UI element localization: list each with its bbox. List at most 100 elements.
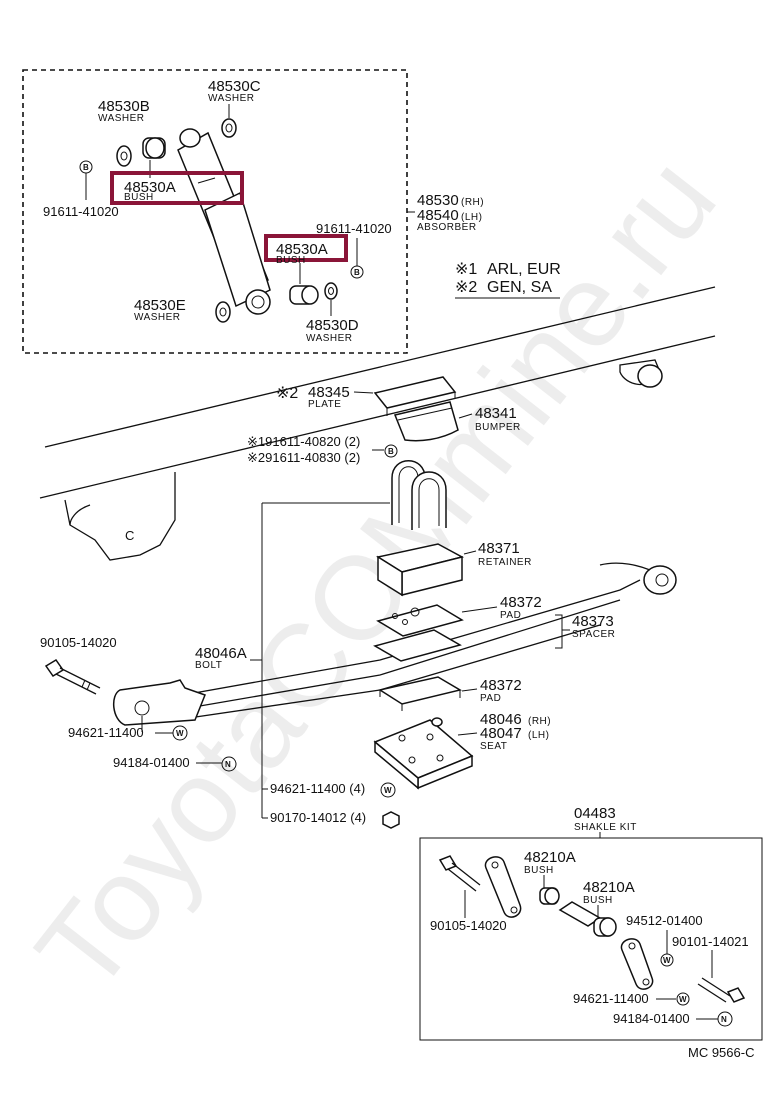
svg-text:N: N [225, 760, 231, 769]
bumper-bolt-ref-2[interactable]: ※291611-40830 (2) [247, 450, 360, 465]
svg-text:W: W [679, 995, 687, 1004]
front-nut-symbol [221, 756, 237, 772]
shackle-nut-symbol [717, 1011, 733, 1027]
shackle-kit-number[interactable]: 04483 [574, 805, 616, 822]
washer-48530C-number[interactable]: 48530C [208, 78, 261, 95]
shackle-bush-left-number[interactable]: 48210A [524, 849, 576, 866]
svg-text:B: B [83, 163, 89, 172]
frame-rail-drawing: C [39, 286, 716, 561]
spacer-name: SPACER [572, 629, 615, 640]
plate-symbol: ※2 [276, 385, 298, 402]
bush-lower-name: BUSH [276, 255, 306, 266]
legend-line1-symbol: ※1 [455, 261, 477, 278]
spring-hanger-drawing[interactable] [113, 679, 206, 732]
spacer-number[interactable]: 48373 [572, 613, 614, 630]
shackle-bolt-right-number[interactable]: 90101-14021 [672, 934, 749, 949]
bush-lower-number[interactable]: 48530A [276, 241, 328, 258]
svg-text:W: W [663, 956, 671, 965]
washer-48530C-name: WASHER [208, 93, 255, 104]
bumper-bolt-ref-1[interactable]: ※191611-40820 (2) [247, 434, 360, 449]
applicability-legend: ※1 ARL, EUR ※2 GEN, SA [455, 261, 561, 299]
shackle-nut-number[interactable]: 94184-01400 [613, 1011, 690, 1026]
absorber-group: 48530C WASHER 48530B WASHER 48530A BUSH … [22, 69, 484, 354]
front-nut-number[interactable]: 94184-01400 [113, 755, 190, 770]
shackle-bush-right-number[interactable]: 48210A [583, 879, 635, 896]
seat-drawing[interactable] [373, 717, 474, 790]
washer-48530B-number[interactable]: 48530B [98, 98, 150, 115]
legend-line2-symbol: ※2 [455, 279, 477, 296]
shackle-bush-right-drawing[interactable] [593, 917, 617, 937]
highlight-bush-upper [110, 171, 244, 205]
shackle-kit-group: 04483 SHAKLE KIT 90105-14020 48210A BUSH [419, 805, 763, 1041]
washer-48530E-number[interactable]: 48530E [134, 297, 186, 314]
seat-nut-ref[interactable]: 90170-14012 (4) [270, 810, 366, 825]
shackle-kit-name: SHAKLE KIT [574, 822, 637, 833]
retainer-number[interactable]: 48371 [478, 540, 520, 557]
bumper-number[interactable]: 48341 [475, 405, 517, 422]
shackle-bush-left-drawing[interactable] [539, 887, 560, 905]
pad-lower-drawing[interactable] [378, 676, 462, 711]
bush-upper-name: BUSH [124, 192, 154, 203]
absorber-number-lh[interactable]: 48540 [417, 207, 459, 224]
svg-text:C: C [125, 528, 134, 543]
bolt-right-number[interactable]: 91611-41020 [316, 221, 392, 236]
u-bolts-drawing[interactable] [391, 460, 447, 530]
shackle-kit-frame [419, 837, 763, 1041]
seat-washer-ref[interactable]: 94621-11400 (4) [270, 781, 365, 796]
bolt-48046A-name: BOLT [195, 660, 222, 671]
plate-name: PLATE [308, 399, 341, 410]
svg-text:N: N [721, 1015, 727, 1024]
svg-text:W: W [176, 729, 184, 738]
seat-nut-drawing[interactable] [382, 811, 400, 829]
shackle-bolt-right-drawing[interactable] [697, 977, 746, 1003]
front-washer-number[interactable]: 94621-11400 [68, 725, 144, 740]
bolt-48046A-number[interactable]: 48046A [195, 645, 247, 662]
bumper-drawing[interactable] [393, 401, 459, 442]
shackle-bolt-left-drawing[interactable] [438, 855, 481, 892]
pad-lower-number[interactable]: 48372 [480, 677, 522, 694]
pad-upper-drawing[interactable] [373, 604, 464, 662]
pad-lower-name: PAD [480, 693, 501, 704]
absorber-number-rh[interactable]: 48530 [417, 192, 459, 209]
retainer-name: RETAINER [478, 557, 532, 568]
shackle-plate-left-drawing[interactable] [484, 856, 522, 918]
shackle-washer-upper-symbol [660, 953, 674, 967]
legend-line1-text: ARL, EUR [487, 261, 561, 278]
spring-group: ※2 48345 PLATE 48341 BUMPER ※191611-4082… [40, 376, 677, 829]
bush-upper-drawing[interactable] [142, 137, 166, 159]
shock-absorber-drawing[interactable] [177, 128, 271, 315]
absorber-lh-tag: (LH) [461, 212, 482, 223]
shackle-washer-upper-number[interactable]: 94512-01400 [626, 913, 703, 928]
seat-lh-tag: (LH) [528, 730, 549, 741]
shackle-washer-lower-number[interactable]: 94621-11400 [573, 991, 649, 1006]
seat-washer-symbol [380, 782, 396, 798]
seat-number-lh[interactable]: 48047 [480, 725, 522, 742]
bush-lower-drawing[interactable] [289, 285, 319, 305]
shackle-bush-right-name: BUSH [583, 895, 613, 906]
front-bolt-number[interactable]: 90105-14020 [40, 635, 117, 650]
washer-48530B-name: WASHER [98, 113, 145, 124]
bolt-left-number[interactable]: 91611-41020 [43, 204, 119, 219]
washer-48530B-drawing[interactable] [116, 145, 132, 167]
front-bolt-drawing[interactable] [44, 658, 101, 695]
shackle-washer-lower-symbol [676, 992, 690, 1006]
bolt-symbol-right [350, 265, 364, 279]
washer-48530C-drawing[interactable] [221, 118, 237, 138]
seat-number-rh[interactable]: 48046 [480, 711, 522, 728]
bumper-name: BUMPER [475, 422, 521, 433]
retainer-drawing[interactable] [376, 543, 465, 597]
svg-text:W: W [384, 786, 392, 795]
shackle-bush-left-name: BUSH [524, 865, 554, 876]
washer-48530D-number[interactable]: 48530D [306, 317, 359, 334]
pad-upper-number[interactable]: 48372 [500, 594, 542, 611]
seat-rh-tag: (RH) [528, 716, 551, 727]
washer-48530E-drawing[interactable] [215, 301, 231, 323]
washer-48530D-drawing[interactable] [324, 282, 338, 300]
front-washer-symbol [172, 725, 188, 741]
shackle-bolt-left-number[interactable]: 90105-14020 [430, 918, 507, 933]
plate-number[interactable]: 48345 [308, 384, 350, 401]
bush-upper-number[interactable]: 48530A [124, 179, 176, 196]
svg-text:B: B [388, 447, 394, 456]
shackle-plate-right-drawing[interactable] [620, 938, 654, 990]
